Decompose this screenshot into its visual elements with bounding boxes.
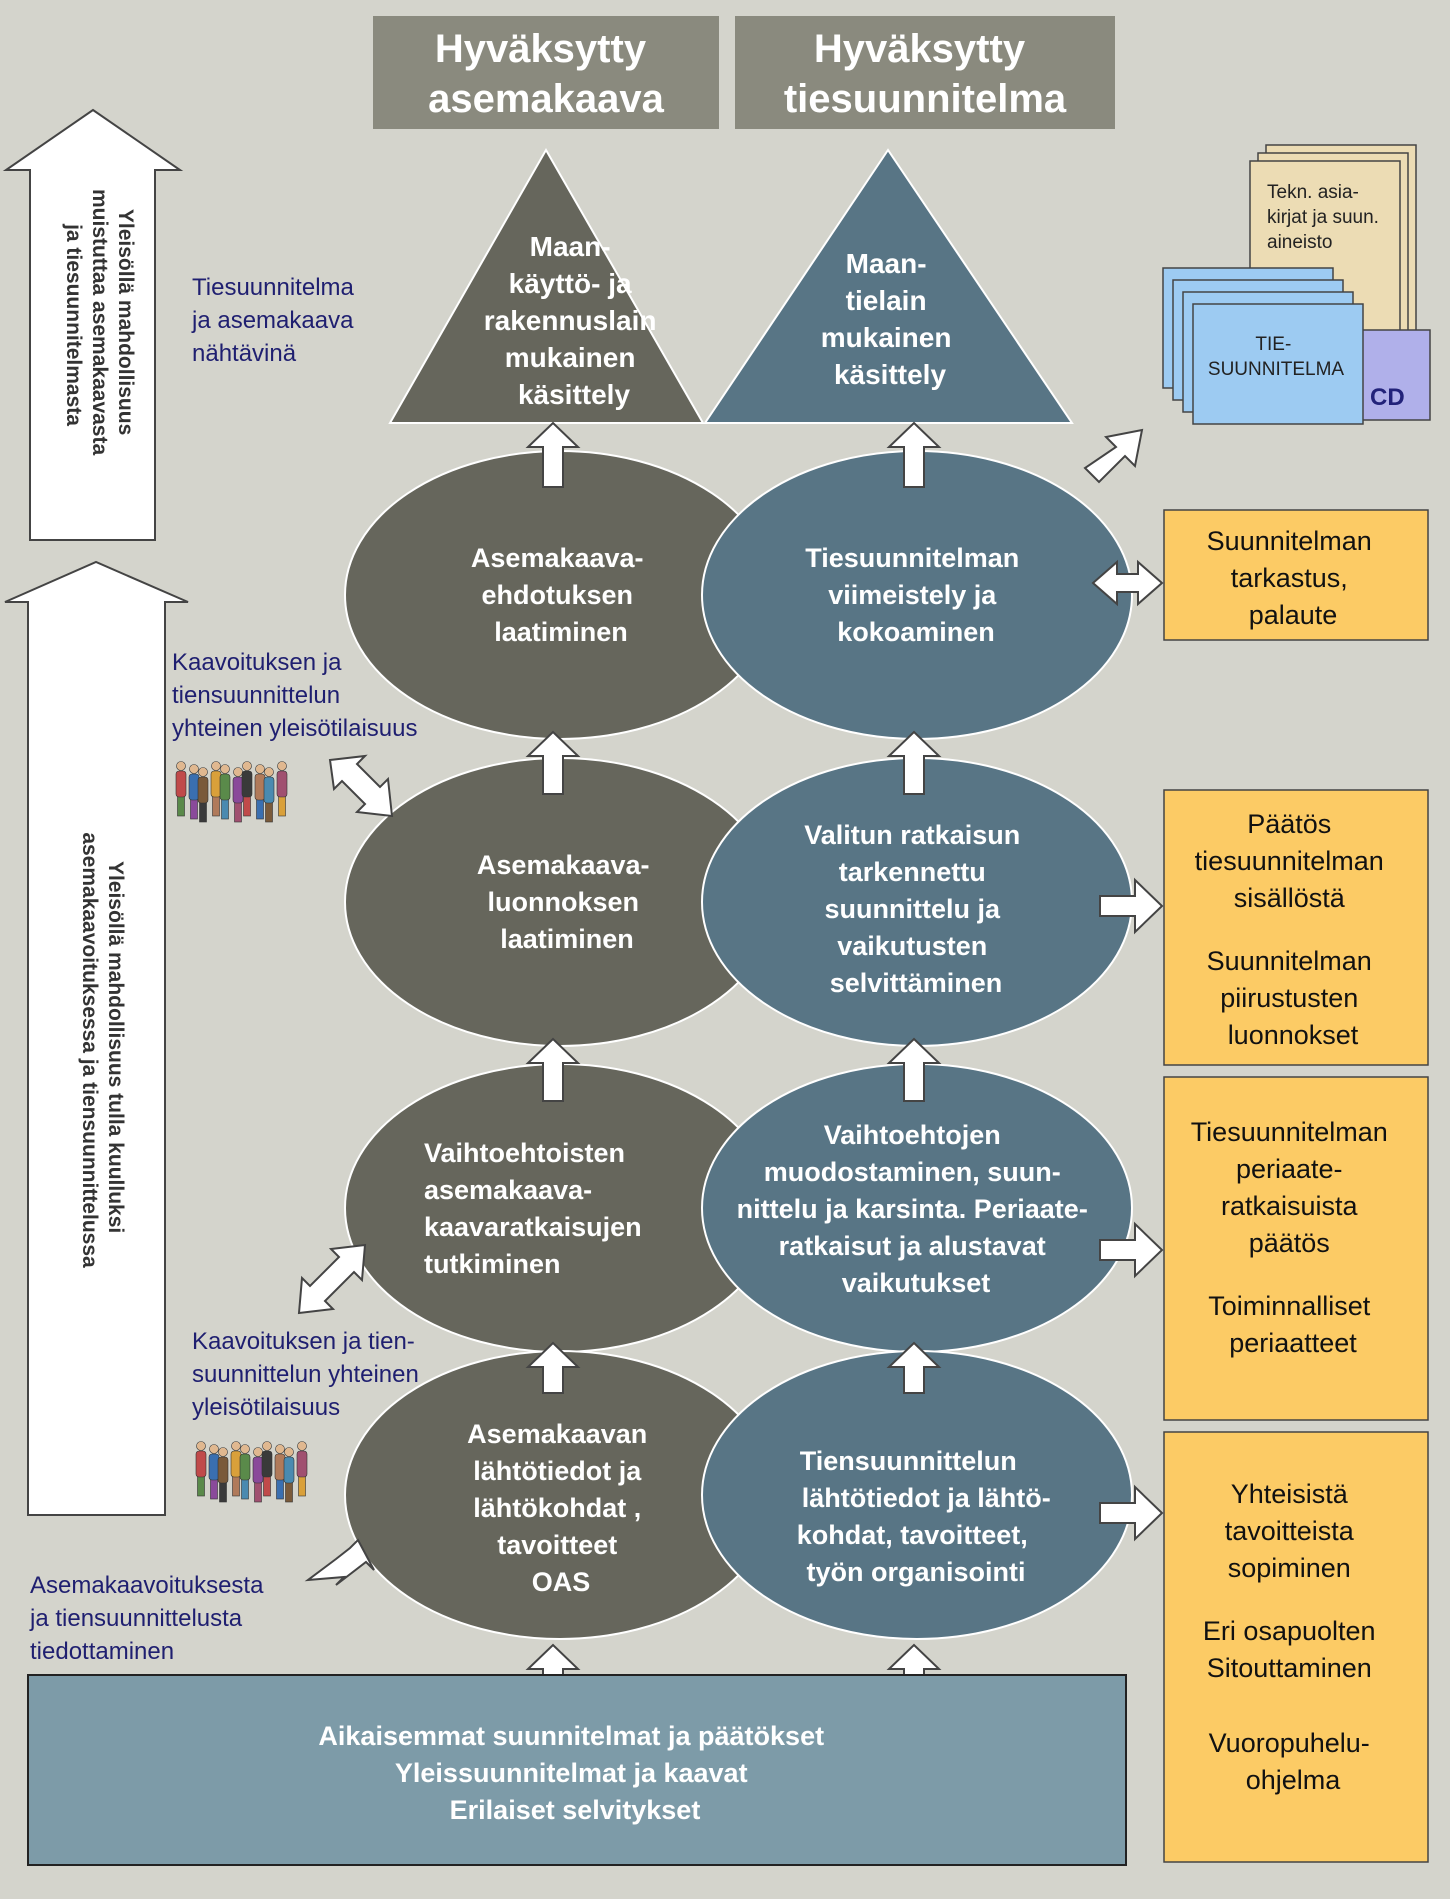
svg-text:Yhteisistä tavoitteista: Yhteisistä tavoitteista sopiminen Eri os… [1203,1479,1383,1795]
header-tiesuunnitelma: Hyväksytty tiesuunnitelma [735,16,1115,129]
svg-text:Hyväksytty asemakaava: Hyväksytty asemakaava [428,27,665,121]
person-figure [283,1447,295,1503]
svg-text:Hyväksytty tiesuunnitelm: Hyväksytty tiesuunnitelma [784,27,1067,121]
plan-doc-label: TIE- SUUNNITELMA [1208,334,1345,380]
up-arrow-right-2 [886,730,942,795]
person-figure [232,767,244,823]
up-arrow-left-1 [525,421,581,488]
ellipse-plan-starting-points-label: Asemakaavan lähtötiedot ja lähtökohdat ,… [467,1419,655,1597]
svg-text:Päätös tiesuunnitelman: Päätös tiesuunnitelman sisällöstä Suunni… [1195,809,1392,1050]
arrow-to-documents [1083,428,1144,484]
person-figure [197,767,209,823]
person-figure [219,764,231,820]
ellipse-road-plan-alternatives-label: Vaihtoehtojen muodostaminen, suun- nitte… [737,1120,1096,1298]
tech-docs-label: Tekn. asia- kirjat ja suun. aineisto [1267,182,1384,253]
triangle-road-law: Maan- tielain mukainen käsittely [703,148,1074,424]
person-figure [241,761,253,817]
svg-text:Tiesuunnitelman periaate: Tiesuunnitelman periaate- ratkaisuista p… [1191,1117,1396,1358]
note-exhibition: Tiesuunnitelma ja asemakaava nähtävinä [191,274,361,367]
person-figure [175,761,187,817]
arrow-to-principles-decision [1099,1221,1164,1279]
svg-text:Maan- tielain muka: Maan- tielain mukainen käsittely [821,248,959,390]
person-figure [254,764,266,820]
ellipse-plan-alternatives-label: Vaihtoehtoisten asemakaava- kaavaratkais… [424,1138,649,1279]
side-arrow-bottom-label: Yleisöllä mahdollisuus tulla kuulluksi a… [78,832,127,1268]
ellipse-plan-draft-label: Asemakaava- luonnoksen laatiminen [477,850,657,954]
svg-text:Maan- käyttö- ja r: Maan- käyttö- ja rakennuslain mukainen k… [484,231,665,410]
svg-text:Aikaisemmat suunnitelmat ja pä: Aikaisemmat suunnitelmat ja päätökset Yl… [318,1721,831,1825]
ellipse-road-plan-starting-points-label: Tiensuunnittelun lähtötiedot ja lähtö- k… [797,1446,1059,1587]
person-figure [263,767,275,823]
person-figure [195,1441,207,1497]
double-arrow-meeting-1 [328,754,394,818]
cd-label: CD [1370,384,1405,411]
documents-stack: Tekn. asia- kirjat ja suun. aineisto CD … [1162,144,1431,425]
arrow-informing [304,1538,375,1586]
svg-text:Suunnitelman tarkastus,: Suunnitelman tarkastus, palaute [1207,526,1380,630]
people-group-1 [175,761,288,823]
person-figure [217,1447,229,1503]
ellipse-road-plan-detailed-label: Valitun ratkaisun tarkennettu suunnittel… [804,820,1028,998]
orange-box-common-goals: Yhteisistä tavoitteista sopiminen Eri os… [1163,1431,1429,1863]
orange-box-principles-decision: Tiesuunnitelman periaate- ratkaisuista p… [1163,1076,1429,1421]
person-figure [208,1444,220,1500]
note-informing: Asemakaavoituksesta ja tiensuunnittelust… [29,1572,270,1665]
triangle-land-use: Maan- käyttö- ja rakennuslain mukainen k… [388,147,705,424]
person-figure [239,1444,251,1500]
arrow-to-common-goals [1099,1484,1164,1542]
up-arrow-right-4 [886,1341,942,1394]
person-figure [261,1441,273,1497]
up-arrow-right-3 [886,1037,942,1102]
person-figure [188,764,200,820]
note-meeting-1: Kaavoituksen ja tiensuunnittelun yhteine… [172,649,417,742]
person-figure [274,1444,286,1500]
person-figure [210,761,222,817]
up-arrow-left-3 [525,1037,581,1102]
orange-box-review: Suunnitelman tarkastus, palaute [1163,509,1429,641]
up-arrow-left-2 [525,730,581,795]
side-arrow-bottom [4,560,189,1516]
arrow-to-content-decision [1099,877,1164,935]
orange-box-content-decision: Päätös tiesuunnitelman sisällöstä Suunni… [1163,789,1429,1066]
person-figure [296,1441,308,1497]
side-arrow-top-label: Yleisöllä mahdollisuus muistuttaa asemak… [62,189,137,461]
side-arrow-top [2,108,184,541]
double-arrow-review [1091,559,1164,607]
ellipse-plan-proposal-label: Asemakaava- ehdotuksen laatiminen [471,543,651,647]
header-asemakaava: Hyväksytty asemakaava [373,16,719,129]
note-meeting-2: Kaavoituksen ja tien- suunnittelun yhtei… [192,1328,426,1421]
up-arrows [525,421,942,1676]
up-arrow-left-4 [525,1341,581,1394]
ellipse-road-plan-finalization-label: Tiesuunnitelman viimeistely ja kokoamine… [805,543,1027,647]
people-group-2 [195,1441,308,1503]
person-figure [276,761,288,817]
up-arrow-right-1 [886,421,942,488]
person-figure [230,1441,242,1497]
base-box: Aikaisemmat suunnitelmat ja päätökset Yl… [27,1674,1127,1866]
double-arrow-meeting-2 [297,1243,367,1315]
